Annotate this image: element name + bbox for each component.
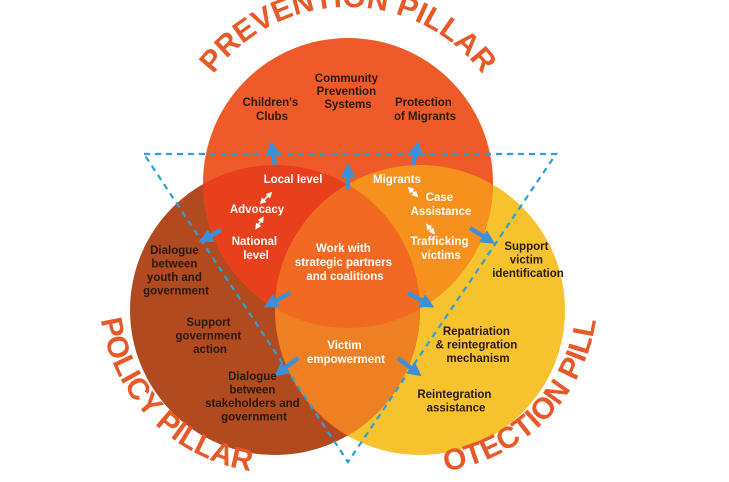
advocacy-national-connector — [255, 216, 264, 230]
center-overlap — [275, 165, 420, 328]
arrow-to-reintegration — [396, 356, 422, 377]
arrow-to-childrens-clubs — [266, 140, 281, 166]
local-level-label: Local level — [264, 174, 323, 186]
childrens-clubs-label: Children's Clubs — [243, 97, 302, 123]
arrow-to-support-victim — [468, 226, 496, 244]
community-prevention-label: Community Prevention Systems — [315, 73, 381, 111]
migrants-case-connector — [407, 186, 419, 198]
dialogue-stakeholders-label: Dialogue between stakeholders and govern… — [205, 371, 303, 424]
support-victim-label: Support victim identification — [492, 241, 564, 280]
advocacy-local-connector — [259, 191, 273, 205]
victim-empowerment-label: Victim empowerment — [307, 340, 385, 366]
case-trafficking-connector — [425, 223, 436, 235]
repatriation-label: Repatriation & reintegration mechanism — [436, 326, 521, 365]
dialogue-youth-label: Dialogue between youth and government — [143, 245, 209, 298]
case-assistance-label: Case Assistance — [411, 192, 472, 218]
dashed-triangle — [141, 152, 559, 464]
arrow-center-to-policy — [263, 291, 292, 308]
support-government-label: Support government action — [175, 317, 244, 356]
arrows-group — [198, 140, 496, 377]
reintegration-label: Reintegration assistance — [417, 389, 494, 415]
arrow-to-dialogue-stakeholders — [274, 356, 300, 377]
advocacy-label: Advocacy — [230, 204, 285, 216]
arrow-to-protection-migrants — [408, 140, 423, 166]
trafficking-victims-label: Trafficking victims — [410, 236, 471, 262]
migrants-label: Migrants — [373, 174, 421, 186]
arrow-to-policy-dialogue — [198, 228, 223, 243]
national-level-label: National level — [232, 236, 281, 262]
protection-of-migrants-label: Protection of Migrants — [394, 97, 456, 123]
center-work-with-partners-label: Work with strategic partners and coaliti… — [295, 243, 395, 283]
arrow-center-to-protection — [406, 291, 435, 308]
